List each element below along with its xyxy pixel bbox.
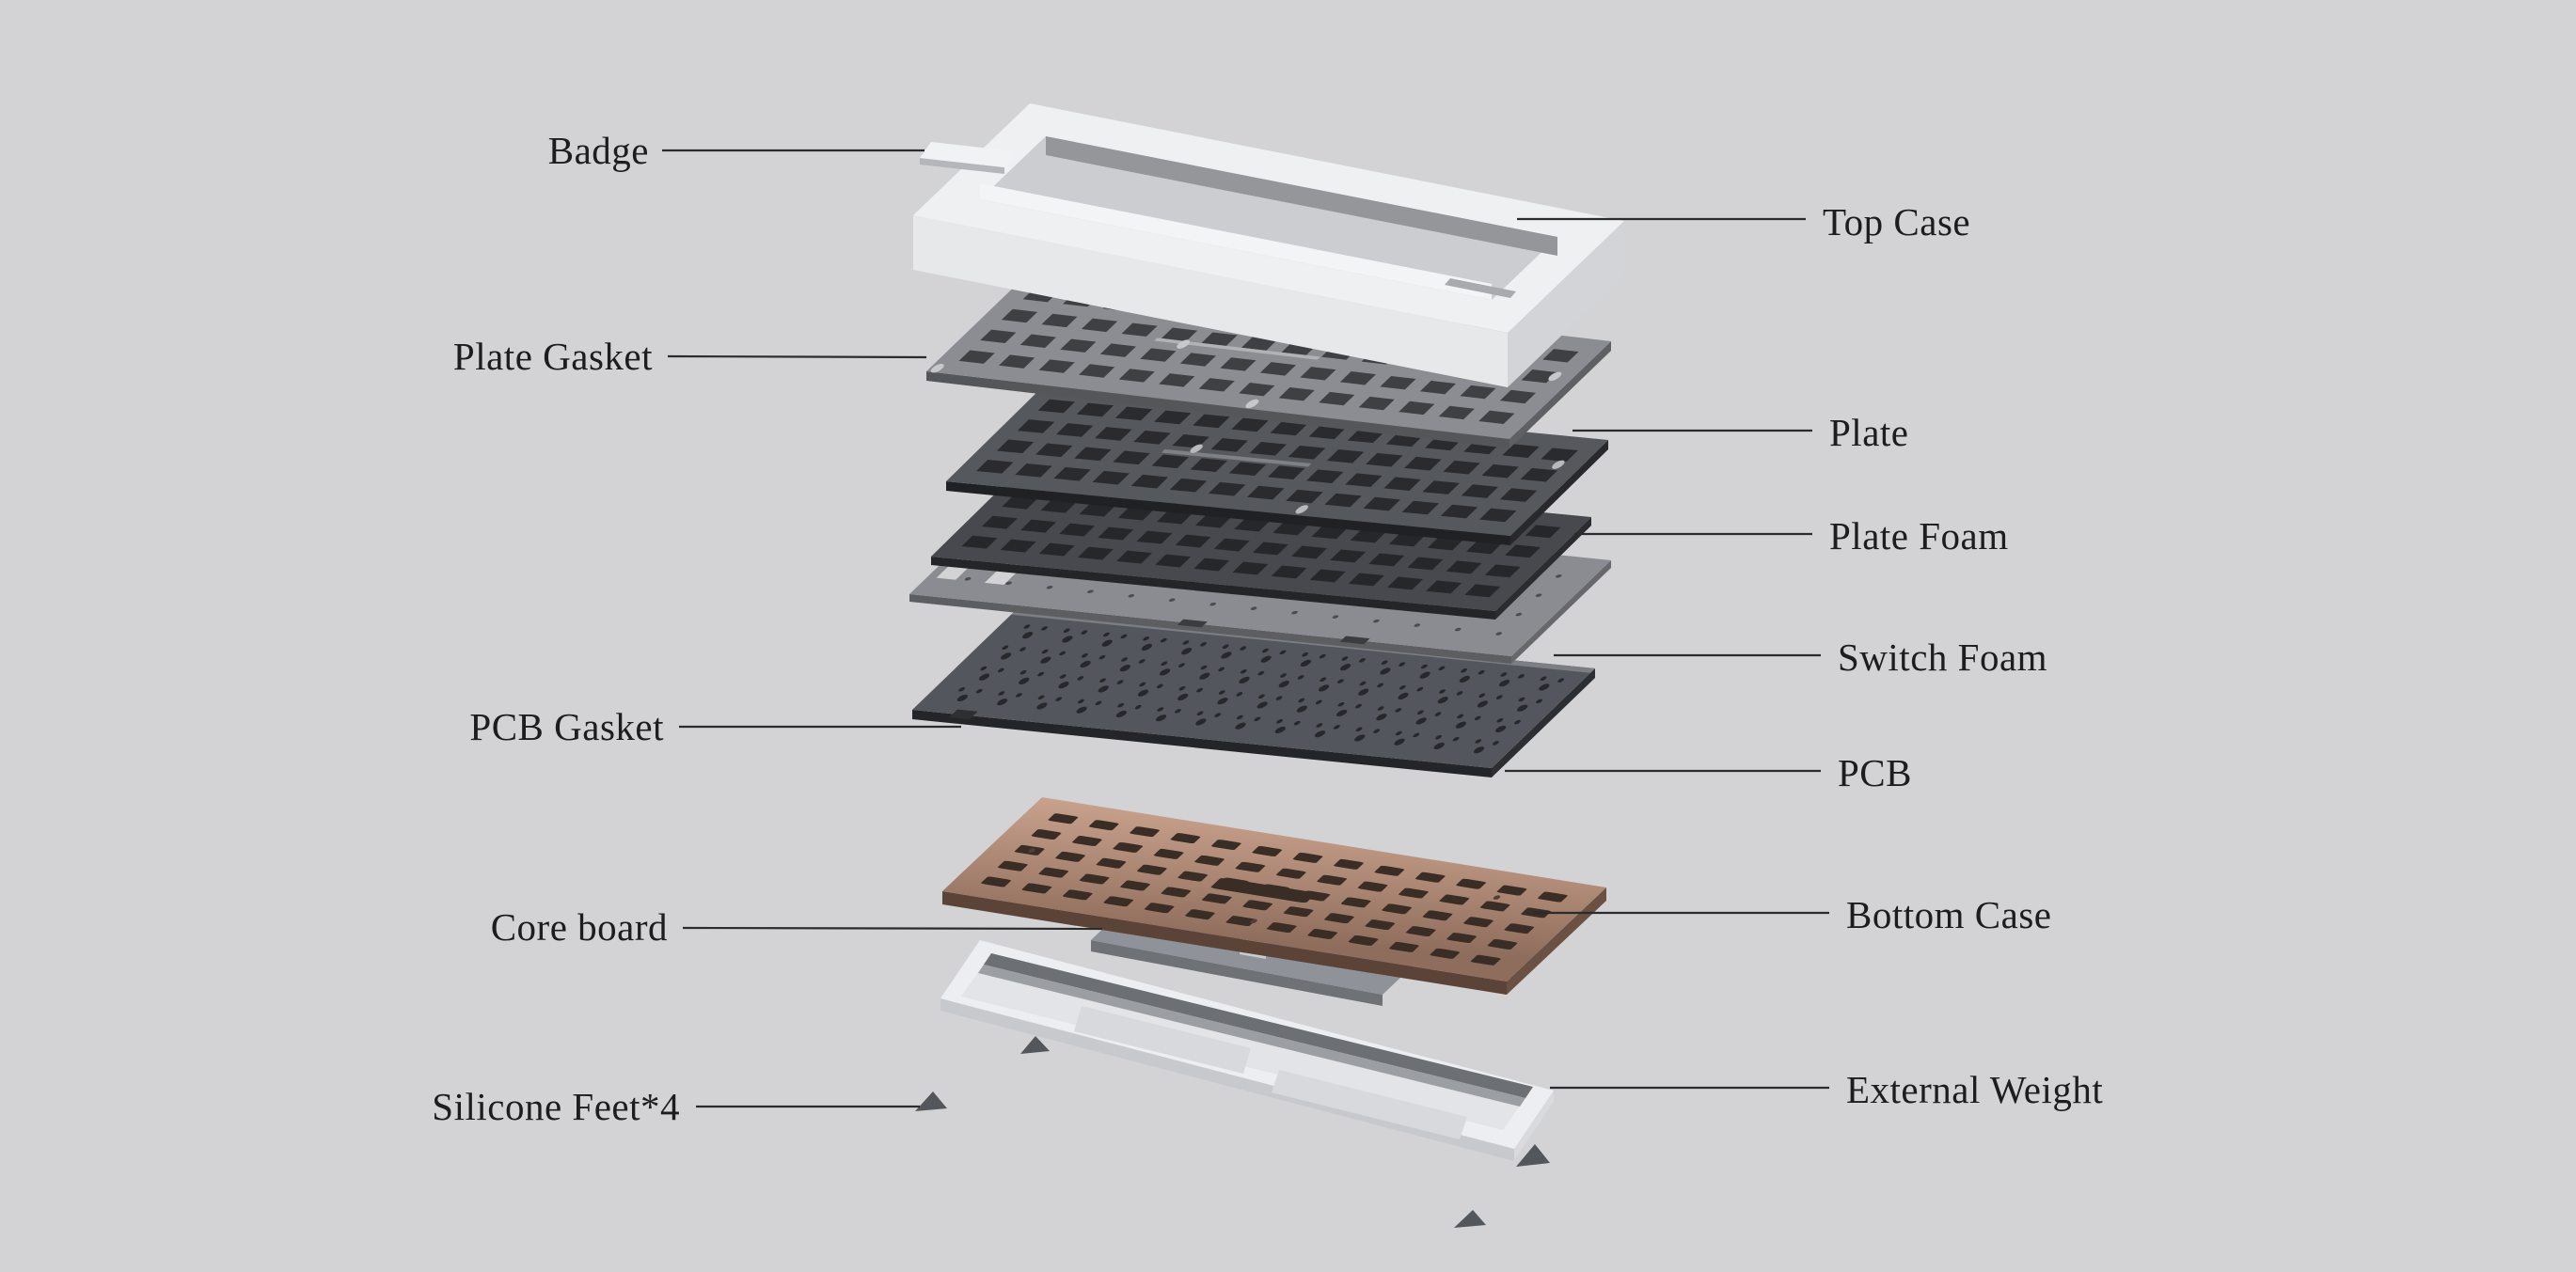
plate-gasket-bar — [1154, 338, 1321, 360]
tray-recess-patch — [1074, 1006, 1251, 1074]
gasket-pin — [1548, 371, 1562, 382]
switch-foam-tab — [1339, 636, 1370, 645]
leader-lines — [662, 149, 1829, 1108]
pcb-front-edge — [912, 710, 1492, 777]
bottom-case-front-edge — [942, 891, 1507, 995]
pcb-hole-clusters — [956, 624, 1565, 754]
leader-plate-gasket — [667, 354, 927, 359]
label-external-weight: External Weight — [1846, 1068, 2103, 1111]
plate-switch-cutouts — [976, 399, 1578, 523]
tray-inner-channel-shadow — [978, 965, 1525, 1107]
top-case-inner-back-wall — [1046, 136, 1557, 256]
tray-inner-channel — [984, 953, 1533, 1098]
plate-stabilizer-slot — [1161, 448, 1312, 467]
gasket-pin — [930, 363, 944, 373]
plate-top — [946, 385, 1608, 536]
plate-gasket-right-edge — [1509, 341, 1611, 448]
pcb-right-edge — [1492, 668, 1595, 777]
switch-foam-front-edge — [909, 594, 1511, 664]
label-top-case: Top Case — [1823, 200, 1970, 243]
plate-pin — [1190, 444, 1203, 453]
leader-core-board — [682, 926, 1103, 931]
bottom-case-right-edge — [1507, 887, 1606, 995]
external-weight-illustration — [940, 940, 1554, 1161]
label-switch-foam: Switch Foam — [1838, 636, 2047, 679]
silicone-foot — [1516, 1144, 1550, 1167]
bottom-case-top — [942, 797, 1606, 981]
label-pcb: PCB — [1838, 751, 1912, 794]
top-case-opening — [980, 136, 1557, 300]
top-case-right-wall — [1508, 221, 1624, 387]
badge-part — [920, 142, 1016, 167]
label-pcb-gasket: PCB Gasket — [469, 705, 664, 748]
silicone-foot — [1454, 1210, 1486, 1228]
silicone-feet-illustration — [915, 1036, 1550, 1228]
plate-pin — [1552, 460, 1565, 469]
plate-right-edge — [1510, 440, 1608, 545]
bottom-case-large-pocket — [1210, 878, 1317, 903]
label-badge: Badge — [548, 129, 649, 172]
top-case-front-wall — [913, 215, 1508, 387]
switch-foam-tab — [1177, 619, 1208, 628]
silicone-foot — [1020, 1036, 1050, 1054]
top-case-inner-front-wall — [980, 183, 1492, 300]
plate-foam-front-edge — [931, 557, 1495, 620]
label-silicone-feet: Silicone Feet*4 — [432, 1085, 680, 1128]
tray-front-edge — [940, 998, 1514, 1161]
bottom-case-pockets — [981, 813, 1568, 966]
plate-foam-right-edge — [1495, 517, 1591, 620]
silicone-foot — [915, 1091, 947, 1111]
plate-illustration — [946, 385, 1608, 545]
top-case-illustration — [913, 103, 1624, 387]
label-plate: Plate — [1829, 411, 1908, 454]
label-plate-foam: Plate Foam — [1829, 514, 2009, 557]
top-case-indicator-slot — [1445, 278, 1516, 298]
label-core-board: Core board — [491, 905, 668, 949]
gasket-pin — [1177, 339, 1191, 349]
switch-foam-right-edge — [1511, 560, 1611, 664]
top-case-top-rim — [913, 103, 1624, 333]
gasket-pin — [1245, 399, 1259, 409]
tray-right-edge — [1514, 1091, 1554, 1160]
label-bottom-case: Bottom Case — [1846, 893, 2051, 936]
tray-recess-patch — [1272, 1070, 1467, 1139]
plate-gasket-front-edge — [926, 371, 1509, 448]
pcb-gasket-tab — [949, 709, 978, 720]
plate-front-edge — [946, 481, 1510, 545]
part-labels: Badge Plate Gasket PCB Gasket Core board… — [432, 129, 2103, 1128]
badge-under-edge — [920, 158, 1004, 174]
core-board-edge — [1091, 940, 1383, 1006]
bottom-case-illustration — [942, 797, 1606, 995]
plate-pin — [1295, 505, 1308, 514]
label-plate-gasket: Plate Gasket — [453, 335, 653, 378]
